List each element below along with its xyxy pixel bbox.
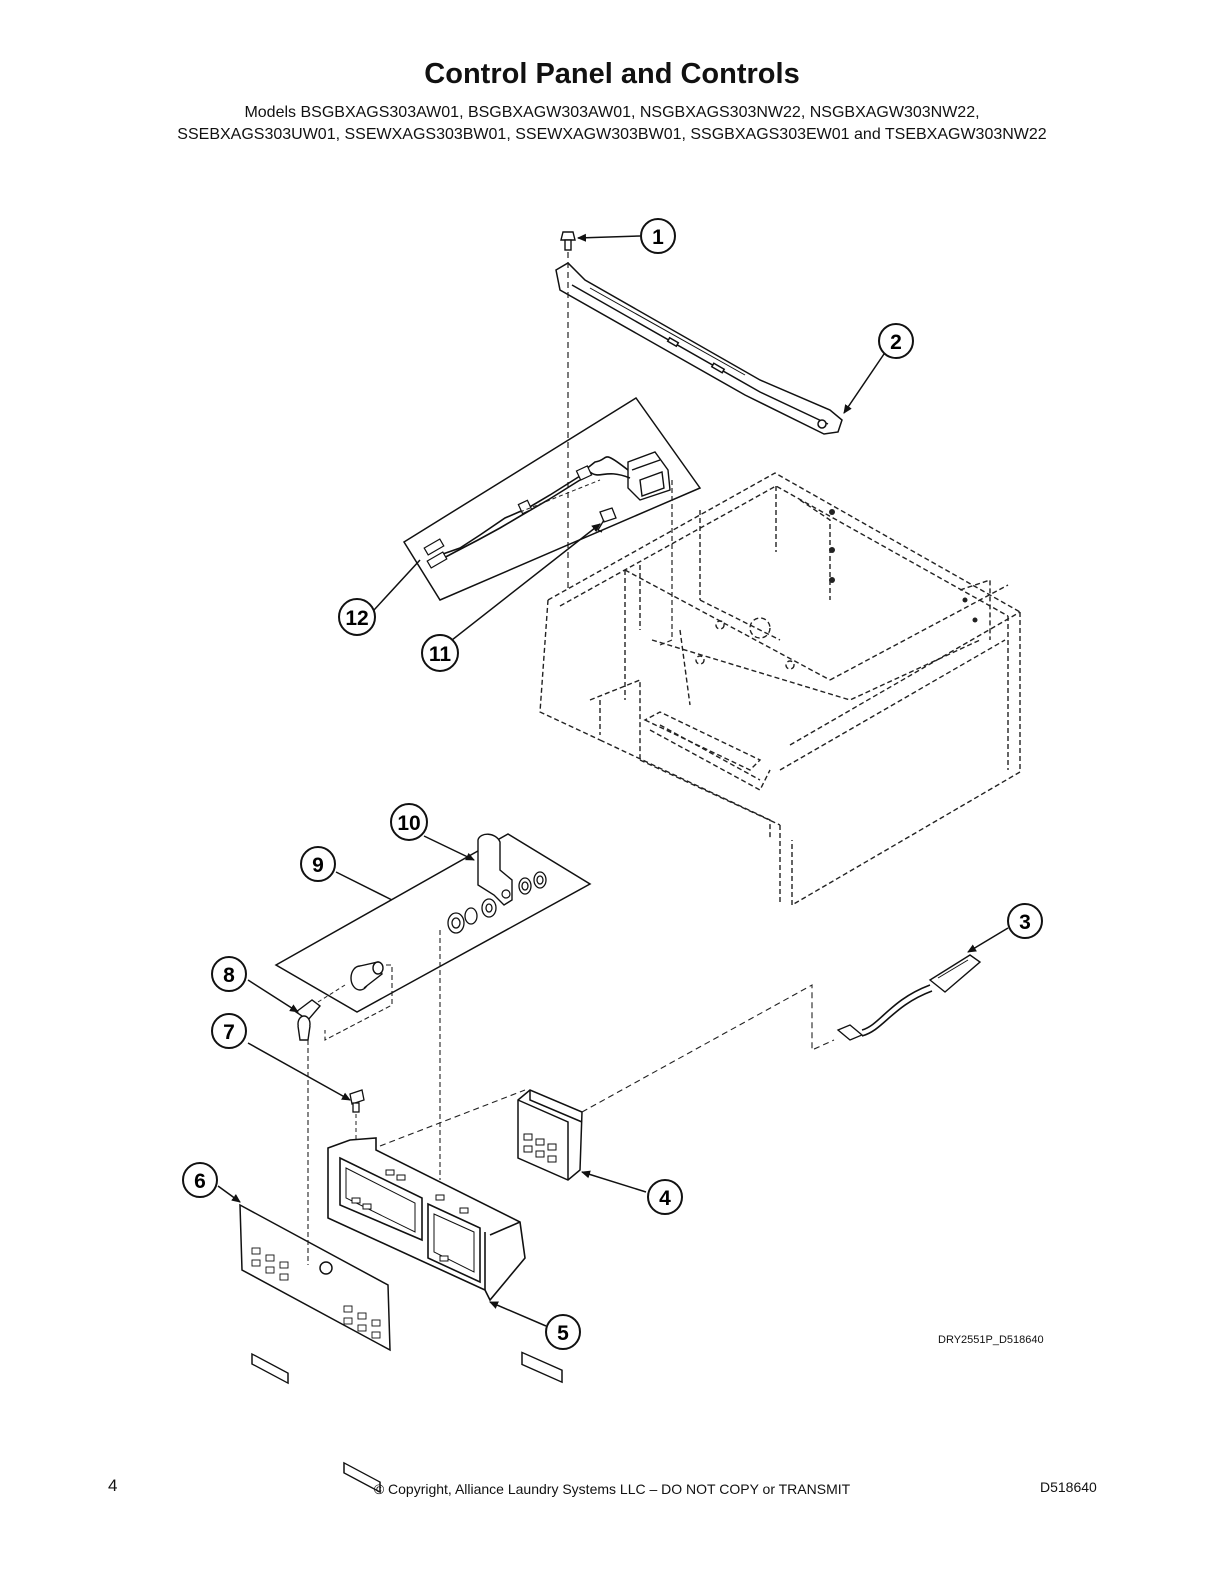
control-panel-overlay — [239, 1203, 391, 1494]
control-panel-bracket — [555, 262, 843, 435]
callout-12: 12 — [338, 598, 376, 636]
svg-text:10: 10 — [397, 812, 420, 835]
svg-text:6: 6 — [194, 1170, 206, 1193]
svg-text:11: 11 — [429, 643, 452, 666]
callout-11: 11 — [421, 634, 459, 672]
control-module — [517, 1089, 583, 1384]
screw-part-1 — [560, 231, 576, 251]
knob-part-8 — [294, 999, 322, 1041]
models-line-1: Models BSGBXAGS303AW01, BSGBXAGW303AW01,… — [244, 104, 980, 121]
callout-9: 9 — [300, 846, 336, 882]
svg-text:12: 12 — [345, 607, 368, 630]
overlay-keypad — [251, 1247, 381, 1339]
svg-text:2: 2 — [890, 331, 902, 354]
leader-lines — [217, 233, 1009, 1327]
callout-1: 1 — [640, 218, 676, 254]
drawing-id: DRY2551P_D518640 — [938, 1334, 1044, 1346]
svg-text:7: 7 — [223, 1021, 235, 1044]
control-panel-frame — [327, 1137, 526, 1302]
callout-10: 10 — [390, 803, 428, 841]
cabinet-fastener-dots — [829, 509, 978, 623]
callout-7: 7 — [211, 1013, 247, 1049]
models-line-2: SSEBXAGS303UW01, SSEWXAGS303BW01, SSEWXA… — [177, 126, 1047, 143]
callout-3: 3 — [1007, 903, 1043, 939]
svg-text:5: 5 — [557, 1322, 569, 1345]
panel-frame-tabs — [351, 1169, 469, 1262]
document-id: D518640 — [1040, 1479, 1097, 1495]
module-cable-path — [581, 984, 835, 1113]
svg-text:8: 8 — [223, 964, 235, 987]
callout-2: 2 — [878, 323, 914, 359]
svg-text:1: 1 — [652, 226, 664, 249]
svg-text:3: 3 — [1019, 911, 1031, 934]
screw-part-11 — [597, 507, 617, 533]
svg-text:9: 9 — [312, 854, 324, 877]
control-module-keys — [523, 1133, 557, 1163]
dryer-cabinet-outline — [539, 472, 1021, 907]
callout-5: 5 — [545, 1314, 581, 1350]
copyright-notice: © Copyright, Alliance Laundry Systems LL… — [373, 1481, 851, 1497]
page-title: Control Panel and Controls — [424, 58, 800, 90]
wire-harness-kit — [402, 396, 702, 646]
callout-6: 6 — [182, 1162, 218, 1198]
ribbon-cable — [836, 954, 982, 1041]
svg-text:4: 4 — [659, 1187, 671, 1210]
callout-8: 8 — [211, 956, 247, 992]
page-number: 4 — [108, 1476, 118, 1495]
callout-4: 4 — [647, 1179, 683, 1215]
hardware-kit — [274, 833, 592, 1180]
screw-part-7 — [349, 1089, 365, 1113]
